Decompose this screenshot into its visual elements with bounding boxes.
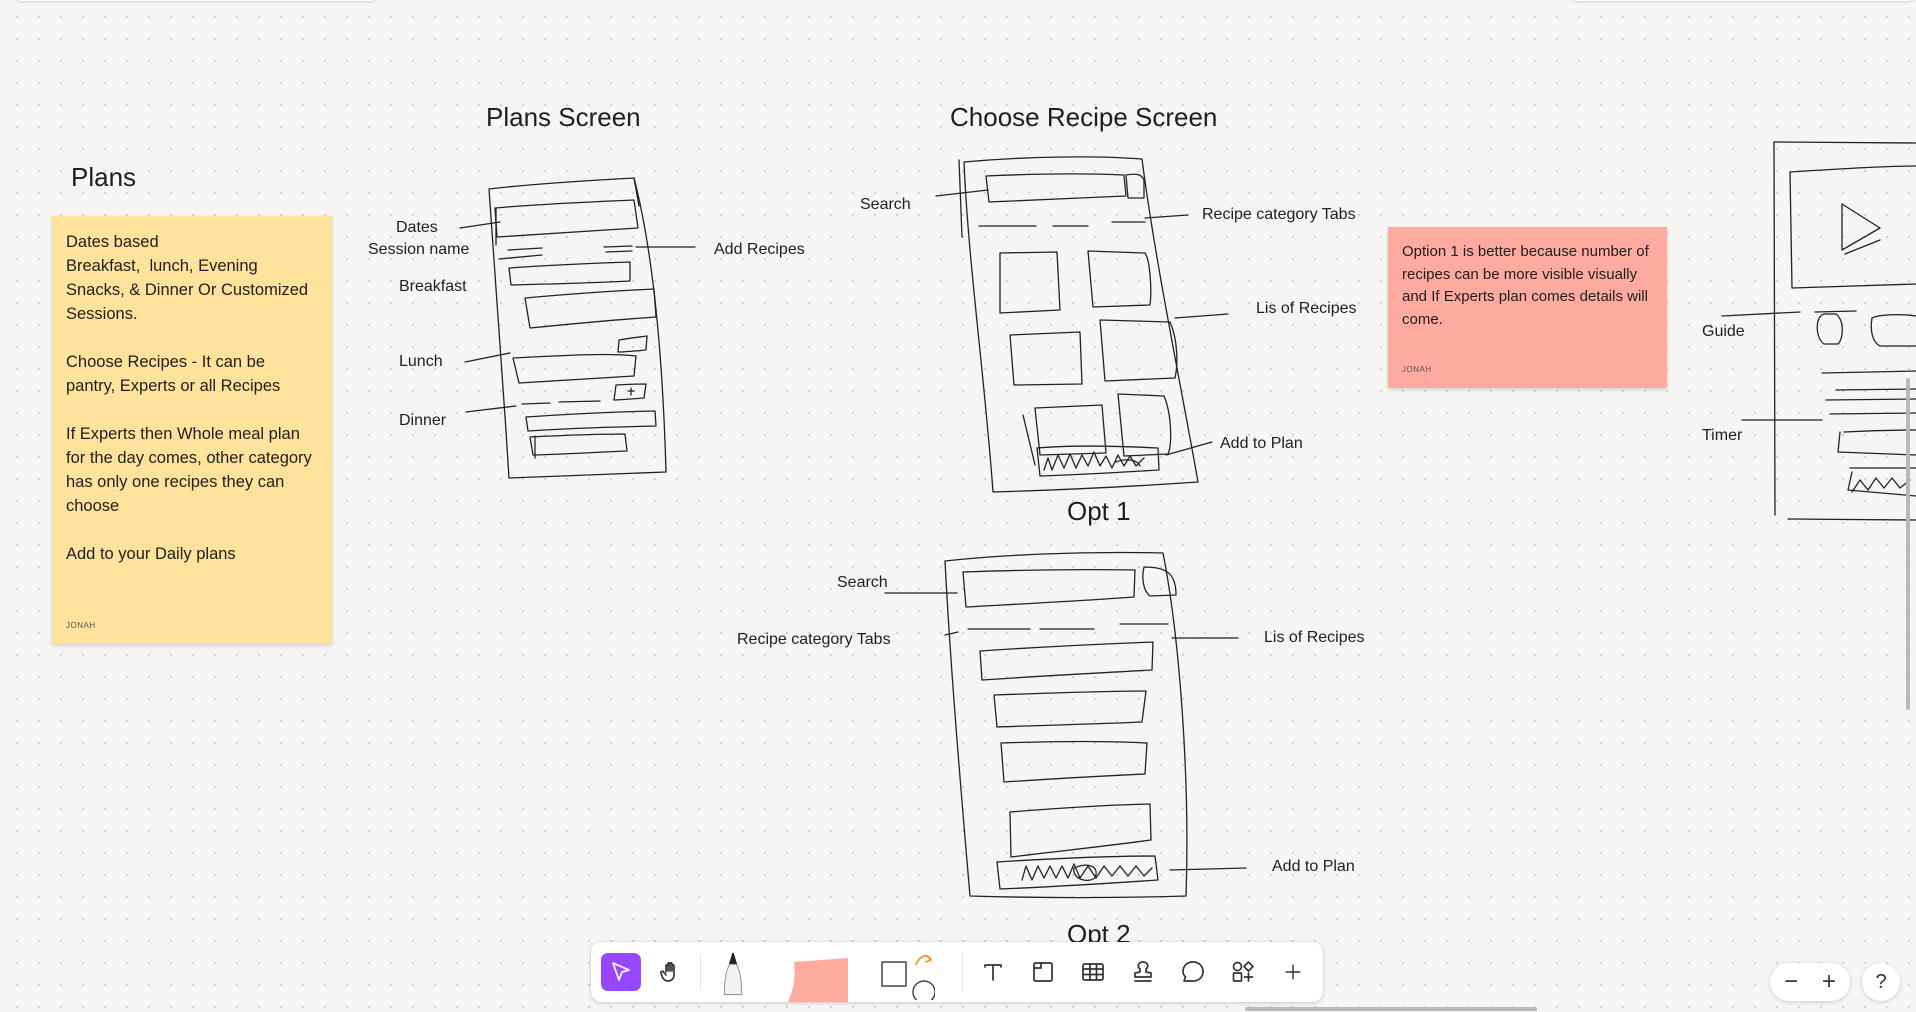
zoom-controls: − + bbox=[1770, 963, 1850, 1001]
opt2-label-add-to-plan: Add to Plan bbox=[1272, 858, 1355, 875]
bottom-toolbar bbox=[591, 942, 1323, 1002]
opt1-label-add-to-plan: Add to Plan bbox=[1220, 435, 1303, 452]
widgets-tool-button[interactable] bbox=[1223, 953, 1263, 991]
opt2-label-list-of-recipes: Lis of Recipes bbox=[1264, 629, 1365, 646]
section-icon bbox=[1033, 962, 1053, 982]
comment-tool-button[interactable] bbox=[1173, 953, 1213, 991]
move-tool-button[interactable] bbox=[601, 953, 641, 991]
plus-icon bbox=[1285, 964, 1301, 980]
shapes-icon bbox=[881, 954, 935, 1000]
help-label: ? bbox=[1875, 971, 1887, 993]
text-tool-button[interactable] bbox=[973, 953, 1013, 991]
zoom-out-button[interactable]: − bbox=[1783, 968, 1798, 995]
label-dinner: Dinner bbox=[399, 412, 447, 429]
toolbar-divider bbox=[962, 954, 963, 990]
text-icon bbox=[984, 964, 1002, 981]
label-dates: Dates bbox=[396, 219, 438, 236]
marker-tool-button[interactable] bbox=[713, 946, 753, 1000]
plans-screen-sketch bbox=[488, 177, 667, 479]
marker-icon bbox=[723, 952, 743, 996]
top-right-panel-edge bbox=[1570, 0, 1916, 1]
hand-tool-button[interactable] bbox=[651, 953, 691, 991]
opt1-label-search: Search bbox=[860, 196, 911, 213]
opt1-sketch bbox=[958, 156, 1199, 493]
label-guide: Guide bbox=[1702, 323, 1745, 340]
label-lunch: Lunch bbox=[399, 353, 443, 370]
widgets-icon bbox=[1232, 961, 1254, 982]
zoom-in-button[interactable]: + bbox=[1821, 968, 1836, 995]
choose-recipe-screen-title: Choose Recipe Screen bbox=[950, 102, 1218, 132]
sticky-note-pink-text: Option 1 is better because number of rec… bbox=[1402, 243, 1653, 328]
opt1-title: Opt 1 bbox=[1067, 496, 1131, 526]
label-timer: Timer bbox=[1702, 427, 1743, 444]
stamp-icon bbox=[1134, 961, 1152, 982]
sticky-note-tool-button[interactable] bbox=[786, 952, 848, 1002]
shapes-tool-button[interactable] bbox=[879, 950, 935, 1000]
vertical-scrollbar[interactable] bbox=[1906, 378, 1910, 710]
label-session-name: Session name bbox=[368, 241, 470, 258]
comment-icon bbox=[1182, 961, 1204, 982]
toolbar-divider bbox=[700, 954, 701, 990]
sticky-note-yellow[interactable]: Dates based Breakfast, lunch, Evening Sn… bbox=[52, 216, 332, 644]
sticky-note-yellow-author: JONAH bbox=[66, 621, 96, 630]
plans-screen-title: Plans Screen bbox=[486, 102, 641, 132]
sticky-note-pink[interactable]: Option 1 is better because number of rec… bbox=[1388, 227, 1667, 388]
hand-icon bbox=[660, 962, 675, 982]
table-icon bbox=[1082, 963, 1104, 981]
table-tool-button[interactable] bbox=[1073, 953, 1113, 991]
opt1-label-list-of-recipes: Lis of Recipes bbox=[1256, 300, 1357, 317]
more-tools-button[interactable] bbox=[1273, 953, 1313, 991]
opt2-label-recipe-category-tabs: Recipe category Tabs bbox=[737, 631, 891, 648]
top-left-panel-edge bbox=[14, 0, 378, 1]
stamp-tool-button[interactable] bbox=[1123, 953, 1163, 991]
section-tool-button[interactable] bbox=[1023, 953, 1063, 991]
sticky-note-yellow-text: Dates based Breakfast, lunch, Evening Sn… bbox=[66, 233, 312, 563]
horizontal-scrollbar[interactable] bbox=[1245, 1007, 1537, 1011]
opt1-label-recipe-category-tabs: Recipe category Tabs bbox=[1202, 206, 1356, 223]
right-partial-sketch bbox=[1721, 141, 1916, 521]
sticky-note-pink-author: JONAH bbox=[1402, 365, 1432, 374]
cursor-icon bbox=[612, 962, 630, 981]
opt2-label-search: Search bbox=[837, 574, 888, 591]
help-button[interactable]: ? bbox=[1862, 963, 1900, 1001]
plans-title: Plans bbox=[71, 162, 137, 192]
opt2-sketch bbox=[944, 551, 1188, 899]
label-breakfast: Breakfast bbox=[399, 278, 467, 295]
label-add-recipes: Add Recipes bbox=[714, 241, 805, 258]
sticky-note-icon bbox=[788, 958, 848, 1002]
